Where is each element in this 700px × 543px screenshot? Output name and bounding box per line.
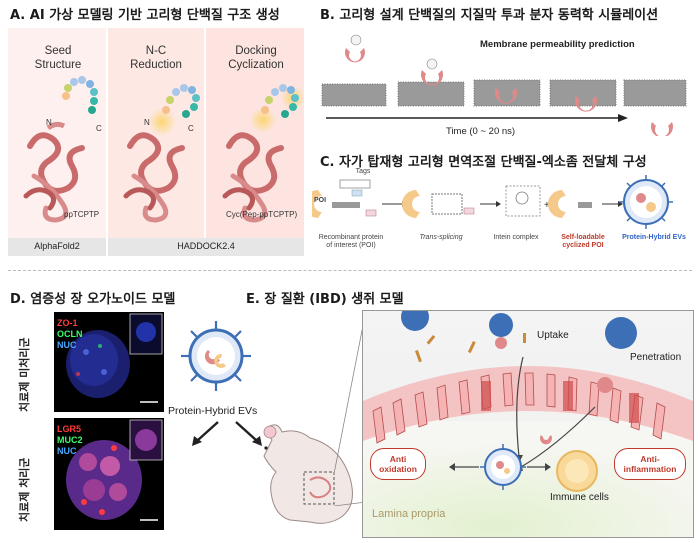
intestine-zoom-box xyxy=(362,310,694,538)
trans-splicing xyxy=(402,190,475,218)
label-treated-group: 치료제 처리군 xyxy=(18,457,31,522)
panel-c-title: C. 자가 탑재형 고리형 면역조절 단백질-엑소좀 전달체 구성 xyxy=(320,155,647,170)
membrane-frame-1 xyxy=(321,34,387,107)
stain-label-lgr5: LGR5 xyxy=(57,424,82,434)
protein-hybrid-ev-large xyxy=(181,321,251,391)
membrane-frame-3 xyxy=(473,79,541,107)
protein-structure-seed xyxy=(23,76,98,223)
panel-a-title: A. AI 가상 모델링 기반 고리형 단백질 구조 생성 xyxy=(10,8,280,23)
peptide-label-cyclized: Cyc(Pep-ppTCPTP) xyxy=(226,210,298,219)
tool-label-alphafold: AlphaFold2 xyxy=(34,241,80,251)
protein-hybrid-ev-small xyxy=(619,175,673,229)
poi-complex xyxy=(312,179,377,218)
step-protein-hybrid-evs: Protein-Hybrid EVs xyxy=(622,234,686,241)
membrane-frame-5 xyxy=(623,79,687,136)
panel-a-column-bg-1 xyxy=(8,28,106,238)
organoid-image-untreated xyxy=(54,312,164,412)
panel-d-title: D. 염증성 장 오가노이드 모델 xyxy=(10,292,176,307)
stain-label-nuc-top: NUC xyxy=(57,340,77,350)
label-lamina-propria: Lamina propria xyxy=(372,508,446,520)
protein-structure-reduction xyxy=(123,84,200,223)
tool-separator xyxy=(106,238,108,256)
stain-label-muc2: MUC2 xyxy=(57,435,83,445)
stain-label-ocln: OCLN xyxy=(57,329,83,339)
label-penetration: Penetration xyxy=(630,352,682,363)
intein-complex xyxy=(505,185,541,217)
evs-construction-diagram: + xyxy=(312,175,673,229)
step-intein-complex: Intein complex xyxy=(493,234,539,241)
anti-inflammation-box: Anti-inflammation xyxy=(614,448,686,480)
membrane-frame-2 xyxy=(397,58,465,107)
self-loadable-poi xyxy=(548,190,592,218)
membrane-frame-4 xyxy=(549,79,617,112)
label-untreated-group: 치료제 미처리군 xyxy=(18,337,31,412)
label-uptake: Uptake xyxy=(537,330,569,341)
section-divider xyxy=(8,270,692,271)
tags-label: Tags xyxy=(355,168,371,175)
center-arrows xyxy=(192,421,262,446)
poi-label: POI xyxy=(313,197,327,204)
plus-sign: + xyxy=(544,200,550,211)
panel-b-title: B. 고리형 설계 단백질의 지질막 투과 분자 동력학 시뮬레이션 xyxy=(320,8,659,23)
step-trans-splicing: Trans-splicing xyxy=(419,234,463,241)
membrane-simulation xyxy=(321,34,687,136)
panel-a-column-bg-3 xyxy=(206,28,304,238)
label-c-terminus-2: C xyxy=(188,124,194,133)
time-axis-label: Time (0 ~ 20 ns) xyxy=(446,126,516,137)
tool-bar xyxy=(8,238,304,256)
stain-label-zo1: ZO-1 xyxy=(57,318,78,328)
center-ev-label: Protein-Hybrid EVs xyxy=(168,405,258,417)
label-n-terminus-1: N xyxy=(46,118,52,127)
panel-a-structures xyxy=(23,76,305,223)
mouse-illustration xyxy=(263,424,353,524)
zoom-lines xyxy=(333,309,367,506)
stain-label-nuc-bottom: NUC xyxy=(57,446,77,456)
panel-b-subtitle: Membrane permeability prediction xyxy=(480,39,635,50)
label-c-terminus-1: C xyxy=(96,124,102,133)
label-n-terminus-2: N xyxy=(144,118,150,127)
protein-structure-cyclized xyxy=(222,84,305,223)
organoid-image-treated xyxy=(54,418,164,530)
tool-label-haddock: HADDOCK2.4 xyxy=(177,241,235,251)
panel-e-title: E. 장 질환 (IBD) 생쥐 모델 xyxy=(246,292,404,307)
peptide-label-seed: ppTCPTP xyxy=(64,210,100,219)
label-immune-cells: Immune cells xyxy=(550,492,609,503)
